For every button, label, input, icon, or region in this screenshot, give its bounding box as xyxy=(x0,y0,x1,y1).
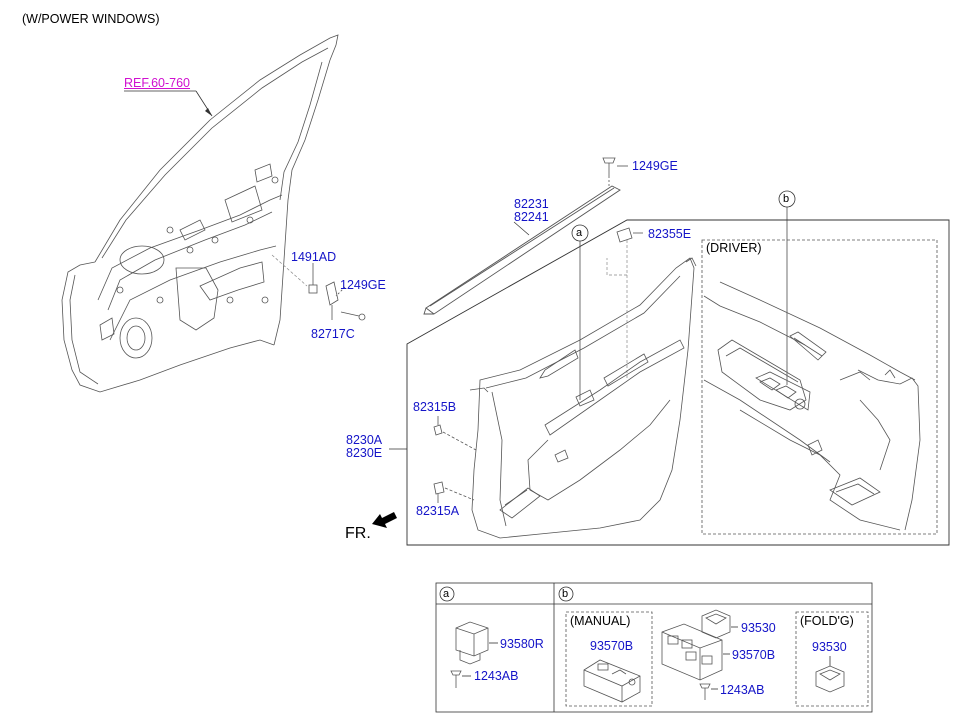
bolt-1243ab-a xyxy=(450,670,471,688)
manual-box xyxy=(565,611,653,707)
legend-1243ab-b: 1243AB xyxy=(720,683,765,697)
legend-key-b: b xyxy=(562,588,569,600)
bolt-1243ab-b xyxy=(699,683,718,700)
folding-box xyxy=(795,611,869,707)
reference-link[interactable]: REF.60-760 xyxy=(124,76,191,90)
panel-boundary xyxy=(406,219,950,546)
label-8230e: 8230E xyxy=(346,446,383,460)
callout-b: b xyxy=(783,193,790,205)
label-82717c: 82717C xyxy=(311,327,355,341)
clip-82355e xyxy=(616,227,643,243)
callout-a: a xyxy=(576,227,583,239)
clip-82315a xyxy=(433,481,475,503)
label-82315b: 82315B xyxy=(413,400,457,414)
legend-1243ab-a: 1243AB xyxy=(474,669,519,683)
front-direction-label: FR. xyxy=(345,525,371,542)
switch-93570b-manual xyxy=(583,659,641,703)
legend-93580r: 93580R xyxy=(500,637,544,651)
label-82315a: 82315A xyxy=(416,504,460,518)
label-1491ad: 1491AD xyxy=(291,250,337,264)
screw-1249ge-top xyxy=(602,157,616,188)
legend-a-circle xyxy=(439,586,455,602)
label-82241: 82241 xyxy=(514,210,549,224)
driver-inset-panel xyxy=(703,281,921,531)
bracket-82717c xyxy=(325,281,366,321)
label-8230a: 8230A xyxy=(346,433,383,447)
legend-key-a: a xyxy=(443,588,450,600)
door-trim-panel xyxy=(469,257,697,539)
label-82355e: 82355E xyxy=(648,227,692,241)
label-82231: 82231 xyxy=(514,197,549,211)
legend-93530: 93530 xyxy=(741,621,776,635)
switch-93570b-driver xyxy=(661,623,730,681)
front-arrow-icon xyxy=(372,512,397,528)
label-1249ge-top: 1249GE xyxy=(632,159,678,173)
legend-93570b-manual: 93570B xyxy=(590,639,634,653)
manual-label: (MANUAL) xyxy=(570,614,631,628)
clip-1491ad xyxy=(308,263,318,294)
clip-82315b xyxy=(433,416,477,451)
door-frame xyxy=(61,34,339,393)
folding-label: (FOLD'G) xyxy=(800,614,854,628)
label-1249ge-mid: 1249GE xyxy=(340,278,386,292)
driver-label: (DRIVER) xyxy=(706,241,762,255)
driver-inset-box xyxy=(701,239,938,535)
switch-93530-folding xyxy=(815,656,845,693)
page-title: (W/POWER WINDOWS) xyxy=(22,12,160,26)
switch-93580r xyxy=(455,621,498,665)
legend-93530-folding: 93530 xyxy=(812,640,847,654)
legend-table xyxy=(435,582,873,713)
belt-molding xyxy=(423,185,621,315)
legend-b-circle xyxy=(558,586,574,602)
legend-93570b: 93570B xyxy=(732,648,776,662)
